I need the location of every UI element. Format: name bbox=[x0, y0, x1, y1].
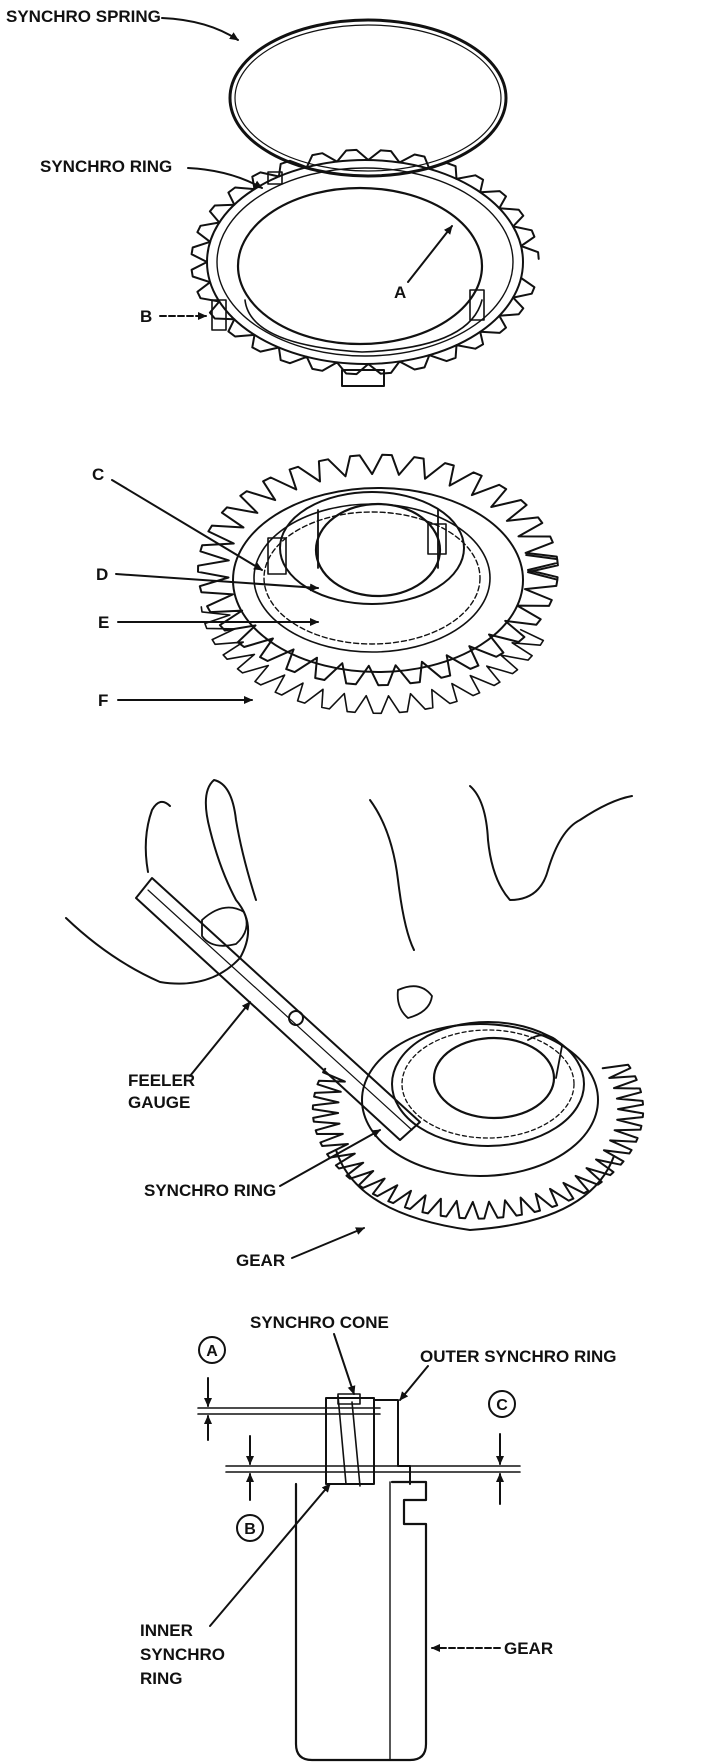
callout-b-circle bbox=[236, 1514, 264, 1542]
label-a: A bbox=[394, 283, 406, 302]
gear-with-cone-drawing bbox=[197, 453, 559, 715]
synchro-spring-drawing bbox=[228, 18, 508, 178]
label-feeler-line1: FEELER bbox=[128, 1071, 195, 1090]
label-outer-synchro-ring: OUTER SYNCHRO RING bbox=[420, 1347, 616, 1366]
figure-1-spring-and-ring: SYNCHRO SPRING SYNCHRO RING A B bbox=[6, 7, 540, 387]
callout-a: A bbox=[206, 1343, 218, 1360]
synchro-ring-drawing bbox=[190, 148, 540, 387]
label-feeler-line2: GAUGE bbox=[128, 1093, 190, 1112]
label-inner-line1: INNER bbox=[140, 1621, 193, 1640]
leader-synchro-ring bbox=[187, 167, 263, 189]
callout-c-circle bbox=[488, 1390, 516, 1418]
leader-synchro-ring-fig3 bbox=[279, 1129, 381, 1187]
leader-d bbox=[115, 573, 319, 592]
cross-section-drawing bbox=[197, 1377, 521, 1762]
leader-c bbox=[111, 479, 263, 571]
leader-synchro-spring bbox=[161, 17, 239, 41]
label-synchro-ring-fig3: SYNCHRO RING bbox=[144, 1181, 276, 1200]
label-f: F bbox=[98, 691, 108, 710]
label-d: D bbox=[96, 565, 108, 584]
label-c: C bbox=[92, 465, 104, 484]
leader-synchro-cone bbox=[333, 1333, 356, 1395]
callout-a-circle bbox=[198, 1336, 226, 1364]
label-gear-fig4: GEAR bbox=[504, 1639, 553, 1658]
label-gear-fig3: GEAR bbox=[236, 1251, 285, 1270]
leader-gear-fig3 bbox=[291, 1227, 365, 1259]
label-synchro-spring: SYNCHRO SPRING bbox=[6, 7, 161, 26]
figure-3-feeler-gauge-check: FEELER GAUGE SYNCHRO RING GEAR bbox=[65, 779, 645, 1270]
callout-c: C bbox=[496, 1397, 508, 1414]
callout-b: B bbox=[244, 1521, 256, 1538]
label-synchro-cone: SYNCHRO CONE bbox=[250, 1313, 389, 1332]
label-e: E bbox=[98, 613, 109, 632]
figure-2-gear-cone: C D E F bbox=[92, 453, 559, 715]
hand-and-gauge-drawing bbox=[65, 779, 645, 1231]
label-synchro-ring: SYNCHRO RING bbox=[40, 157, 172, 176]
leader-a bbox=[407, 225, 453, 283]
figure-4-cross-section: A B C SYNCHRO CONE OUTER SYNCHRO RING IN… bbox=[140, 1313, 616, 1762]
label-inner-line2: SYNCHRO bbox=[140, 1645, 225, 1664]
leader-inner-synchro-ring bbox=[209, 1483, 331, 1627]
label-b: B bbox=[140, 307, 152, 326]
label-inner-line3: RING bbox=[140, 1669, 183, 1688]
leader-feeler-gauge bbox=[189, 1001, 251, 1077]
leader-outer-synchro-ring bbox=[399, 1365, 429, 1401]
